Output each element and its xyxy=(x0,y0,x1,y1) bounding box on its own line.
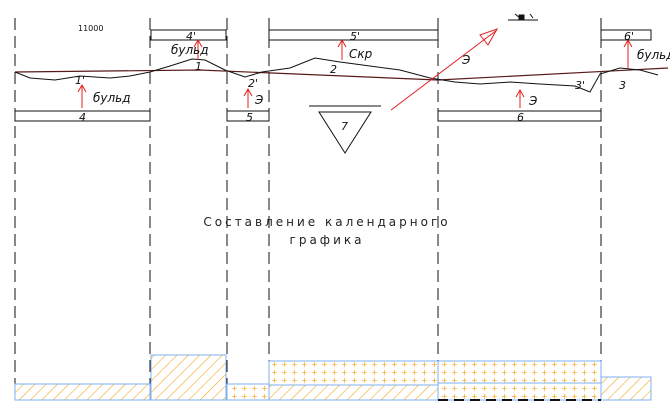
label-2prime: 2' xyxy=(248,77,258,90)
machine-bulldozer-2: бульд xyxy=(171,43,209,57)
box-5prime xyxy=(268,29,439,41)
label-7: 7 xyxy=(341,120,348,133)
machine-bulldozer-1: бульд xyxy=(93,91,131,105)
machine-excavator-3: Э xyxy=(528,94,538,108)
fill-block-4a xyxy=(268,360,439,386)
fill-blocks xyxy=(14,354,652,401)
label-1prime: 1' xyxy=(75,74,85,87)
label-1: 1 xyxy=(195,60,202,73)
title-line-2: графика xyxy=(290,233,365,247)
excavator-arrow xyxy=(390,29,498,111)
fill-block-4b xyxy=(268,384,439,401)
fill-block-5a xyxy=(437,360,602,384)
label-2: 2 xyxy=(330,63,337,76)
fill-block-5b xyxy=(437,382,602,401)
fill-block-2 xyxy=(150,354,227,401)
label-4: 4 xyxy=(79,111,86,124)
ground-profile xyxy=(14,57,659,93)
box-6prime xyxy=(600,29,652,41)
fill-block-3 xyxy=(226,383,270,401)
label-6: 6 xyxy=(517,111,524,124)
design-line xyxy=(14,67,669,81)
box-5 xyxy=(226,110,270,122)
red-arrows xyxy=(77,38,633,108)
section-lines xyxy=(14,18,602,400)
label-3prime: 3' xyxy=(575,79,585,92)
label-4prime: 4' xyxy=(186,30,196,43)
fill-block-1 xyxy=(14,383,151,401)
scale-value: 11000 xyxy=(78,24,103,33)
fill-block-6 xyxy=(600,376,652,401)
spoil-triangle xyxy=(318,111,372,154)
box-6 xyxy=(437,110,602,122)
machine-scraper: Скр xyxy=(349,47,373,61)
title-line-1: Составление календарного xyxy=(203,215,450,229)
upper-boxes xyxy=(150,29,652,41)
label-3: 3 xyxy=(619,79,626,92)
label-5: 5 xyxy=(246,111,253,124)
box-4 xyxy=(14,110,151,122)
excavator-arrowhead xyxy=(479,28,499,46)
lower-boxes xyxy=(14,110,602,122)
machine-excavator-2: Э xyxy=(461,53,471,67)
machine-excavator-1: Э xyxy=(254,93,264,107)
label-5prime: 5' xyxy=(350,30,360,43)
machine-bulldozer-3: бульд xyxy=(637,48,670,62)
box-4prime xyxy=(150,29,227,41)
label-6prime: 6' xyxy=(624,30,634,43)
excavator-symbol xyxy=(508,13,538,21)
